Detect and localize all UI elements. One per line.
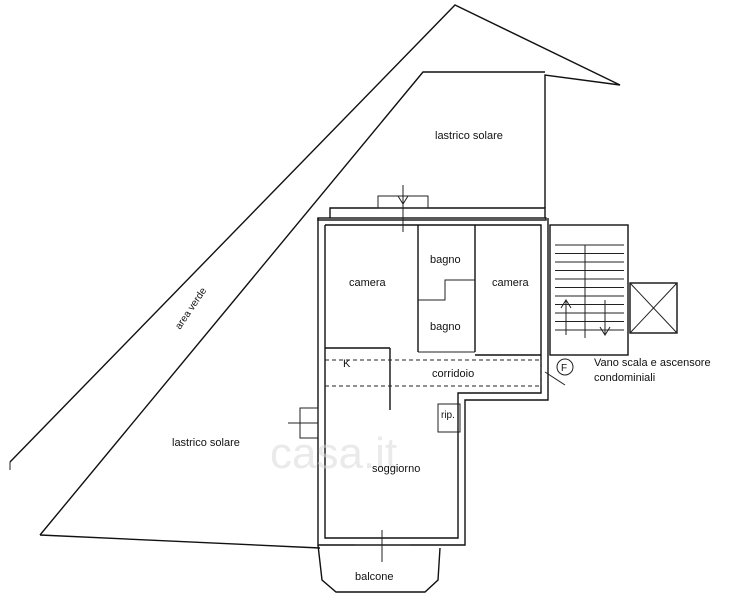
label-lastrico-top: lastrico solare (435, 130, 503, 142)
balcony-outline (317, 544, 441, 593)
stair-up-arrow-head (560, 299, 572, 309)
top-arrow-head (397, 195, 409, 205)
corridor-lines (325, 359, 542, 387)
label-balcone: balcone (355, 571, 394, 583)
terrace-bottom-edge (39, 534, 321, 549)
label-vano-line2: condominiali (594, 372, 655, 384)
label-bagno-top: bagno (430, 254, 461, 266)
label-vano-line1: Vano scala e ascensore (594, 357, 711, 369)
label-bagno-bottom: bagno (430, 321, 461, 333)
inner-wall (324, 224, 542, 539)
balcony (317, 530, 441, 593)
site-boundary (9, 4, 621, 549)
f-marker-arrow (544, 371, 566, 386)
label-camera-left: camera (349, 277, 387, 289)
internal-partitions (325, 225, 541, 433)
apartment-walls (288, 185, 549, 546)
label-soggiorno: soggiorno (372, 463, 420, 475)
label-rip: rip. (441, 410, 455, 421)
label-camera-right: camera (492, 277, 530, 289)
stairwell (544, 224, 678, 386)
label-f-marker: F (561, 363, 567, 374)
green-area-outline (39, 71, 545, 536)
stair-down-arrow-head (599, 326, 611, 336)
partition-bagno-mid (418, 279, 475, 301)
roof-terrace-outline (9, 4, 621, 463)
label-area-verde: area verde (173, 286, 209, 332)
ripostiglio-box (437, 403, 461, 433)
lift-cross-b (629, 282, 678, 334)
lift-box (629, 282, 678, 334)
stair-box (549, 224, 629, 356)
label-lastrico-left: lastrico solare (172, 437, 240, 449)
top-wall-inner (317, 217, 547, 221)
watermark: casa.it (270, 429, 397, 478)
stair-steps (555, 244, 624, 331)
label-k: K (343, 358, 351, 370)
outer-wall (317, 218, 549, 546)
top-wall (329, 207, 546, 218)
label-corridoio: corridoio (432, 368, 474, 380)
f-marker-circle (556, 358, 574, 376)
